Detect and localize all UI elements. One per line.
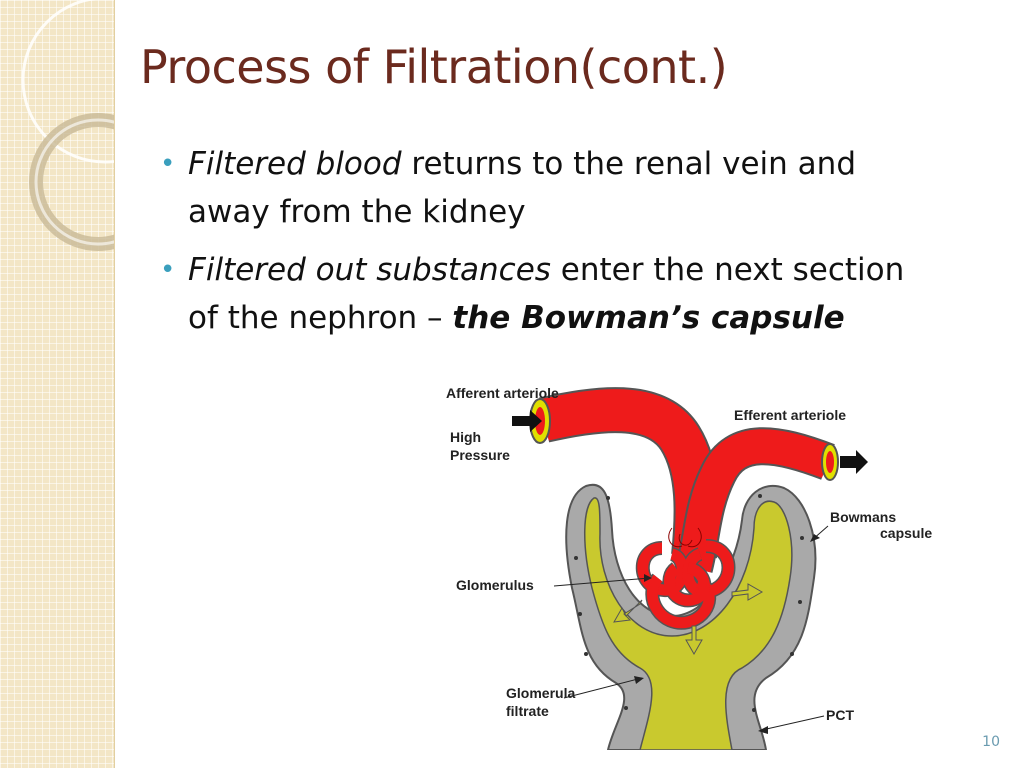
capsule-wall-dots xyxy=(574,494,804,712)
bullet-list: • Filtered blood returns to the renal ve… xyxy=(160,140,940,352)
filtration-arrows xyxy=(613,583,764,656)
decorative-sidebar xyxy=(0,0,115,768)
efferent-label: Efferent arteriole xyxy=(734,407,846,423)
ring-decoration xyxy=(21,0,114,251)
slide-title: Process of Filtration(cont.) xyxy=(140,40,728,94)
bullet-text: enter the next section of the nephron – xyxy=(188,252,905,336)
bullet-dot-icon: • xyxy=(160,149,176,179)
filtrate-label-2: filtrate xyxy=(506,703,549,719)
bullet-italic-lead: Filtered blood xyxy=(188,146,402,182)
efferent-flow-arrow xyxy=(840,450,868,474)
bullet-text: returns to the renal vein and away from … xyxy=(188,146,856,230)
bullet-item: • Filtered blood returns to the renal ve… xyxy=(160,140,940,236)
bullet-item: • Filtered out substances enter the next… xyxy=(160,246,940,342)
bullet-italic-lead: Filtered out substances xyxy=(188,252,551,288)
slide-number: 10 xyxy=(982,734,1000,750)
bullet-dot-icon: • xyxy=(160,255,176,285)
bowmans-label-2: capsule xyxy=(880,525,932,541)
label-pointers xyxy=(553,525,829,731)
afferent-label: Afferent arteriole xyxy=(446,385,559,401)
filtrate-space xyxy=(584,497,793,750)
capillary-detail xyxy=(668,527,702,548)
filtrate-label-1: Glomerula xyxy=(506,685,575,701)
pct-label: PCT xyxy=(826,707,854,723)
high-pressure-arrow xyxy=(512,410,542,432)
high-label: High xyxy=(450,429,481,445)
bowmans-label-1: Bowmans xyxy=(830,509,896,525)
bullet-bold-tail: the Bowman’s capsule xyxy=(452,300,845,336)
glomerulus-label: Glomerulus xyxy=(456,577,534,593)
bowmans-capsule-diagram: Afferent arteriole High Pressure Efferen… xyxy=(446,385,932,750)
pressure-label: Pressure xyxy=(450,447,510,463)
